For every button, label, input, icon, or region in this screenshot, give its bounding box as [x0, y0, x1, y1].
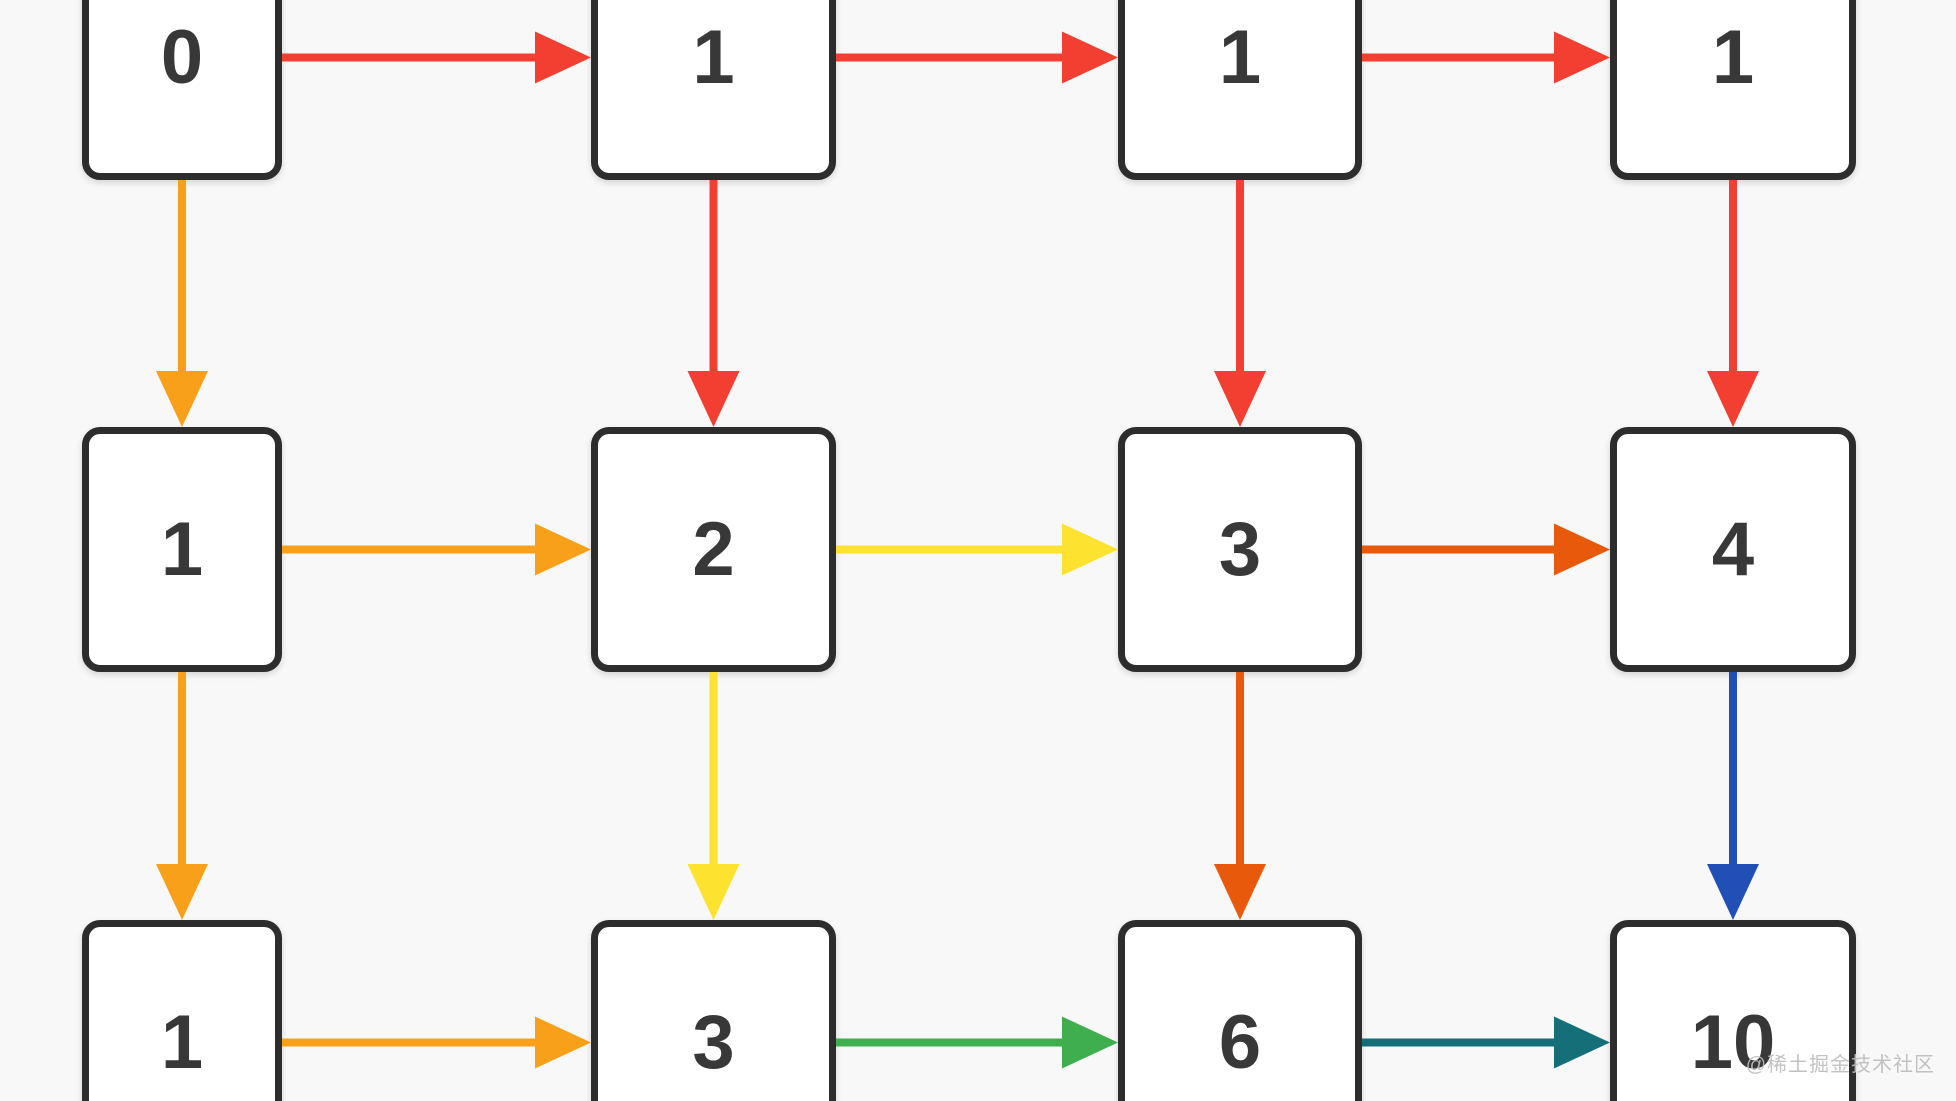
grid-cell-r2c2: 6	[1118, 920, 1362, 1101]
cell-value: 3	[692, 999, 735, 1085]
grid-cell-r0c0: 0	[82, 0, 282, 180]
arrow-r0c3-to-r1c3	[1707, 180, 1759, 427]
grid-cell-r1c1: 2	[591, 427, 836, 672]
grid-cell-r0c1: 1	[591, 0, 836, 180]
cell-value: 3	[1218, 506, 1262, 592]
cell-value: 1	[1218, 14, 1262, 100]
grid-cell-r2c0: 1	[82, 920, 282, 1101]
arrow-r1c2-to-r1c3	[1362, 523, 1610, 576]
cell-value: 1	[692, 14, 735, 100]
grid-cell-r0c2: 1	[1118, 0, 1362, 180]
arrow-r1c1-to-r2c1	[687, 672, 740, 920]
grid-cell-r0c3: 1	[1610, 0, 1856, 180]
grid-cell-r2c1: 3	[591, 920, 836, 1101]
cell-value: 2	[692, 506, 735, 592]
arrow-r1c1-to-r1c2	[836, 523, 1118, 576]
cell-value: 4	[1711, 506, 1755, 592]
cell-value: 1	[1711, 14, 1755, 100]
cell-value: 1	[160, 999, 204, 1085]
cell-value: 1	[160, 506, 204, 592]
watermark: @稀土掘金技术社区	[1745, 1054, 1935, 1076]
arrow-r1c2-to-r2c2	[1214, 672, 1266, 920]
arrow-r0c0-to-r1c0	[156, 180, 208, 427]
arrow-r0c2-to-r0c3	[1362, 31, 1610, 84]
arrow-r1c0-to-r2c0	[156, 672, 208, 920]
arrow-r2c2-to-r2c3	[1362, 1016, 1610, 1069]
arrow-r2c1-to-r2c2	[836, 1016, 1118, 1069]
cell-value: 0	[160, 14, 204, 100]
grid-cell-r1c3: 4	[1610, 427, 1856, 672]
arrow-r0c1-to-r1c1	[687, 180, 740, 427]
cell-value: 6	[1218, 999, 1262, 1085]
arrow-r0c2-to-r1c2	[1214, 180, 1266, 427]
grid-cell-r1c0: 1	[82, 427, 282, 672]
arrow-r1c3-to-r2c3	[1707, 672, 1759, 920]
arrow-r0c0-to-r0c1	[282, 31, 591, 84]
arrow-r0c1-to-r0c2	[836, 31, 1118, 84]
arrow-r1c0-to-r1c1	[282, 523, 591, 576]
grid-cell-r2c3: 10	[1610, 920, 1856, 1101]
cell-value: 10	[1690, 999, 1776, 1085]
grid-cell-r1c2: 3	[1118, 427, 1362, 672]
arrow-r2c0-to-r2c1	[282, 1016, 591, 1069]
